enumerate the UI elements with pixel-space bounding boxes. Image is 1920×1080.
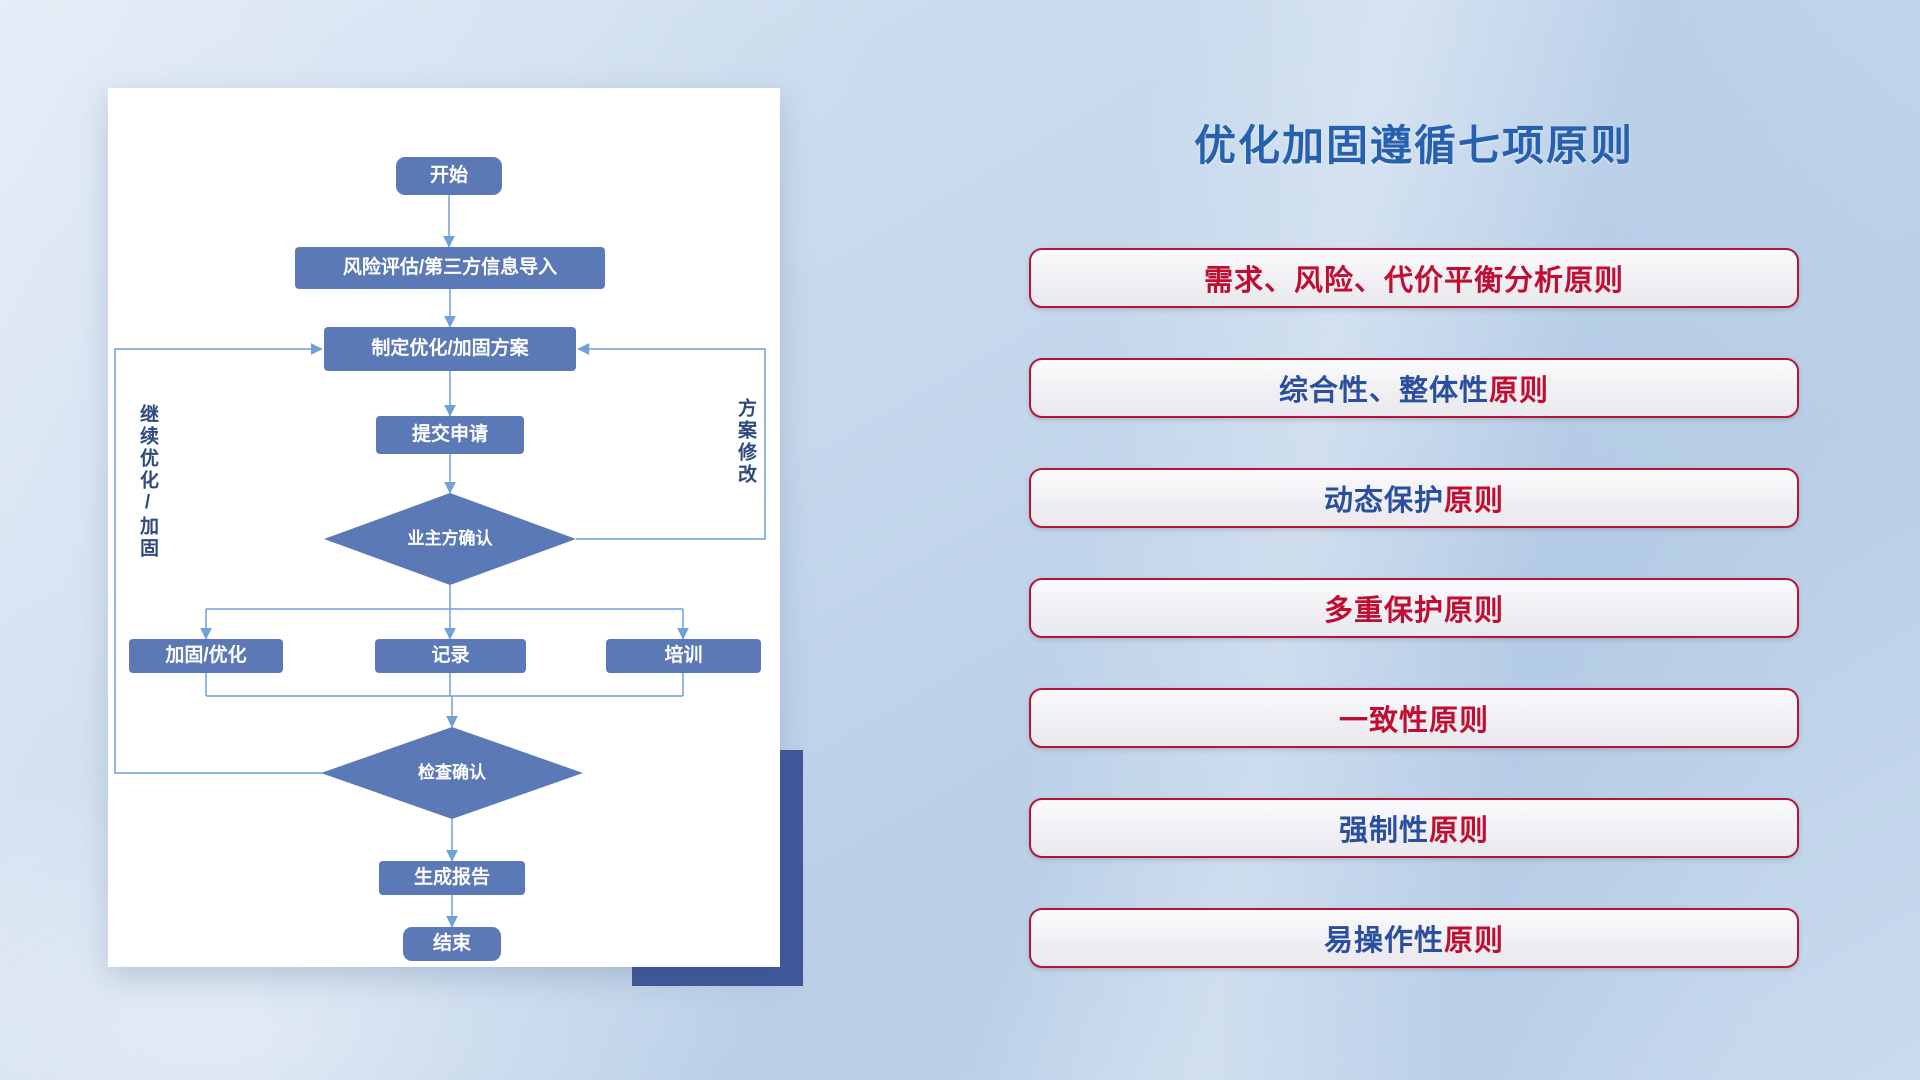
flowchart-card: 开始 风险评估/第三方信息导入 制定优化/加固方案 提交申请 业主方确认 加固/… (108, 88, 780, 967)
flow-node-reinforce-optimize: 加固/优化 (129, 639, 283, 673)
principle-text: 需求、风险、代价平衡分析原则 (1203, 265, 1624, 297)
principle-text: 综合性、整体性 (1278, 375, 1489, 407)
principle-pill: 综合性、整体性原则 (1029, 358, 1799, 418)
principle-text: 强制性 (1338, 815, 1429, 847)
flow-node-end: 结束 (403, 927, 501, 961)
principle-text: 易操作性 (1323, 925, 1444, 957)
principle-pill: 多重保护原则 (1029, 578, 1799, 638)
principle-text: 原则 (1444, 485, 1505, 517)
flow-node-generate-report: 生成报告 (379, 861, 525, 895)
principle-pill: 易操作性原则 (1029, 908, 1799, 968)
flow-node-submit-application: 提交申请 (376, 416, 524, 454)
loop-label-plan-revision: 方案修改 (735, 398, 756, 486)
principle-text: 原则 (1489, 375, 1550, 407)
principle-pill: 强制性原则 (1029, 798, 1799, 858)
flow-node-training: 培训 (606, 639, 761, 673)
principle-pill: 动态保护原则 (1029, 468, 1799, 528)
loop-label-continue-optimize: 继续优化/加固 (137, 404, 158, 560)
principle-text: 原则 (1444, 925, 1505, 957)
principle-text: 多重保护原则 (1323, 595, 1504, 627)
flow-node-make-plan: 制定优化/加固方案 (324, 327, 576, 371)
principle-text: 原则 (1429, 815, 1490, 847)
principle-text: 动态保护 (1323, 485, 1444, 517)
flow-node-start: 开始 (396, 157, 502, 195)
principle-pill: 需求、风险、代价平衡分析原则 (1029, 248, 1799, 308)
flow-node-risk-assessment: 风险评估/第三方信息导入 (295, 247, 605, 289)
flow-node-record: 记录 (375, 639, 526, 673)
principle-pill: 一致性原则 (1029, 688, 1799, 748)
principles-list: 需求、风险、代价平衡分析原则综合性、整体性原则动态保护原则多重保护原则一致性原则… (1029, 248, 1799, 968)
principle-text: 一致性原则 (1338, 705, 1489, 737)
page-title: 优化加固遵循七项原则 (1193, 122, 1634, 169)
flowchart-connectors (114, 195, 766, 928)
